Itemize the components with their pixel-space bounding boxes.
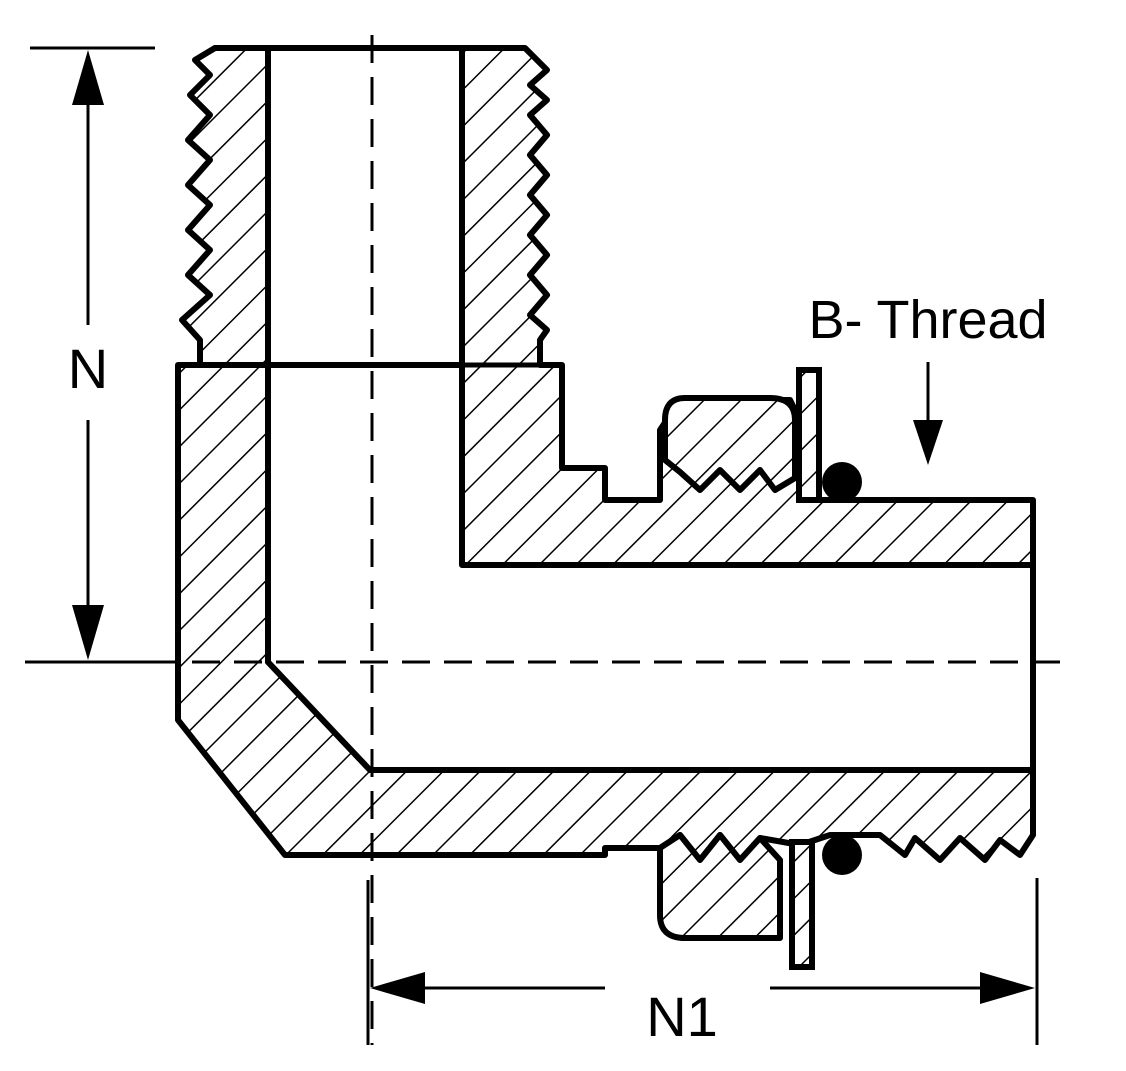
lock-nut-bottom [657,832,783,941]
washer-bottom [789,839,815,970]
o-ring-top [822,462,862,502]
washer-top [796,367,822,503]
n-arrow-top [72,50,104,105]
n1-dimension-label: N1 [646,985,718,1048]
b-thread-label: B- Thread [808,290,1047,350]
n-arrow-bottom [72,605,104,660]
o-ring-bottom [822,835,862,875]
n-dimension-label: N [68,337,108,400]
lock-nut-top [662,395,798,493]
upper-left-thread [179,45,271,368]
b-thread-arrow [913,420,943,465]
n1-arrow-right [980,972,1035,1004]
elbow-main-body [175,362,1036,863]
n1-arrow-left [370,972,425,1004]
elbow-vertical-body [212,45,1036,568]
inner-bore [265,362,1036,773]
